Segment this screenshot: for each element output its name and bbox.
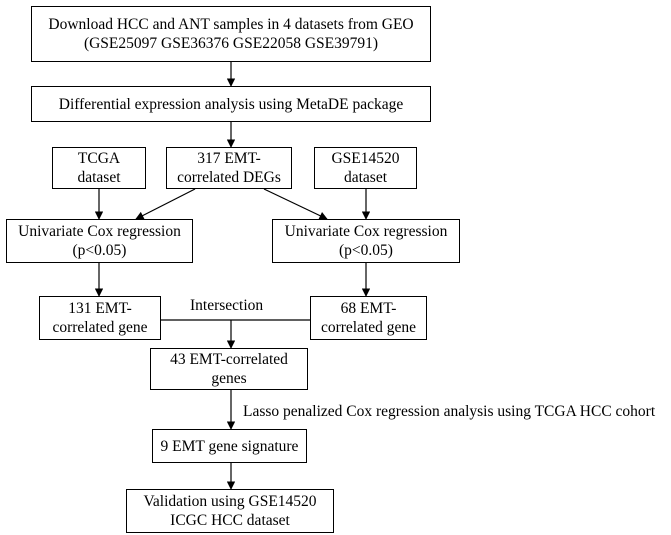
gse14520-dataset-box: GSE14520 dataset (314, 147, 417, 189)
emt-68-box: 68 EMT- correlated gene (310, 296, 427, 340)
emt-43-line1: 43 EMT-correlated (170, 351, 288, 368)
validation-line2: ICGC HCC dataset (170, 512, 290, 529)
download-box: Download HCC and ANT samples in 4 datase… (31, 6, 431, 62)
differential-expression-box: Differential expression analysis using M… (31, 86, 431, 122)
cox-left-line1: Univariate Cox regression (18, 223, 181, 240)
cox-right-line2: (p<0.05) (339, 242, 393, 259)
emt-43-line2: genes (211, 370, 247, 387)
gse14520-line2: dataset (343, 169, 388, 186)
validation-box: Validation using GSE14520 ICGC HCC datas… (126, 489, 334, 533)
edge-317-to-cox-right (263, 188, 328, 220)
gse14520-line1: GSE14520 (331, 150, 400, 167)
tcga-dataset-box: TCGA dataset (52, 147, 146, 189)
edge-317-to-cox-left (135, 188, 196, 220)
lasso-label: Lasso penalized Cox regression analysis … (243, 402, 656, 421)
emt-68-line2: correlated gene (320, 319, 417, 336)
univariate-cox-left-box: Univariate Cox regression (p<0.05) (6, 219, 193, 263)
tcga-line1: TCGA (77, 150, 121, 167)
emt-131-line1: 131 EMT- (68, 300, 132, 317)
emt-317-box: 317 EMT- correlated DEGs (166, 147, 292, 189)
emt-317-line1: 317 EMT- (197, 150, 261, 167)
signature-box: 9 EMT gene signature (152, 429, 307, 463)
univariate-cox-right-box: Univariate Cox regression (p<0.05) (272, 219, 460, 263)
emt-131-line2: correlated gene (52, 319, 148, 336)
emt-131-box: 131 EMT- correlated gene (39, 296, 161, 340)
signature-line1: 9 EMT gene signature (160, 437, 299, 455)
emt-317-line2: correlated DEGs (177, 169, 281, 186)
cox-left-line2: (p<0.05) (72, 242, 127, 259)
validation-line1: Validation using GSE14520 (143, 493, 317, 510)
emt-68-line1: 68 EMT- (340, 300, 397, 317)
download-line1: Download HCC and ANT samples in 4 datase… (48, 16, 414, 33)
download-line2: (GSE25097 GSE36376 GSE22058 GSE39791) (83, 35, 379, 52)
emt-43-box: 43 EMT-correlated genes (150, 348, 308, 390)
differential-expression-line1: Differential expression analysis using M… (58, 95, 404, 113)
cox-right-line1: Univariate Cox regression (284, 223, 448, 240)
intersection-label: Intersection (190, 296, 264, 315)
tcga-line2: dataset (77, 169, 121, 186)
